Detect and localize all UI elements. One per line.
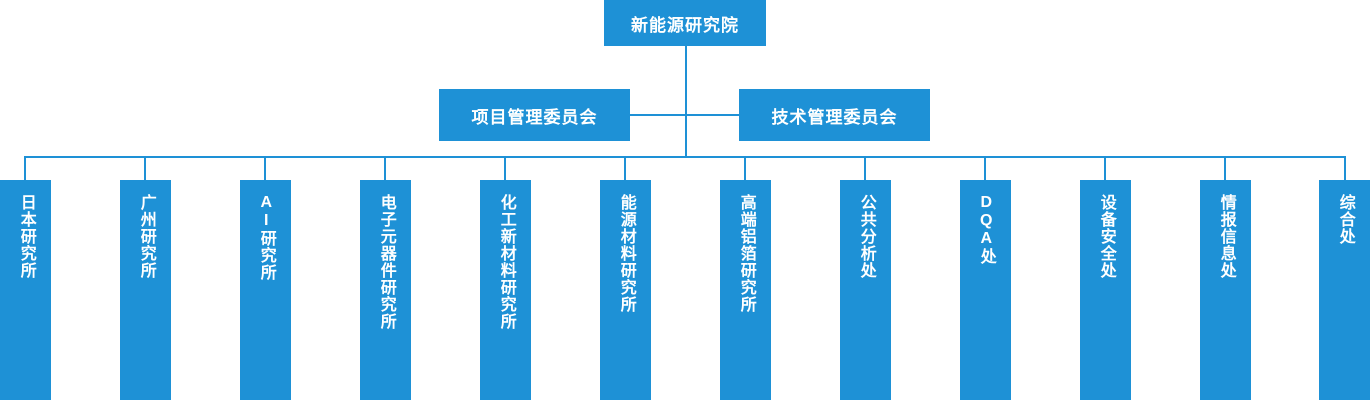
org-node-department-9[interactable]: DQA处	[960, 180, 1011, 400]
connector-drop-2	[144, 157, 146, 180]
connector-drop-3	[264, 157, 266, 180]
connector-drop-1	[24, 157, 26, 180]
connector-department-bus	[24, 156, 1346, 158]
connector-drop-8	[864, 157, 866, 180]
org-node-department-11[interactable]: 情报信息处	[1200, 180, 1251, 400]
org-node-department-2[interactable]: 广州研究所	[120, 180, 171, 400]
connector-drop-4	[384, 157, 386, 180]
connector-drop-11	[1224, 157, 1226, 180]
connector-drop-6	[624, 157, 626, 180]
org-node-department-7[interactable]: 高端铝箔研究所	[720, 180, 771, 400]
org-node-department-3[interactable]: AI研究所	[240, 180, 291, 400]
org-node-department-5[interactable]: 化工新材料研究所	[480, 180, 531, 400]
connector-drop-9	[984, 157, 986, 180]
org-node-committee-project-management[interactable]: 项目管理委员会	[439, 89, 630, 141]
org-node-department-12[interactable]: 综合处	[1319, 180, 1370, 400]
connector-root-trunk	[685, 46, 687, 157]
org-node-committee-technical-management[interactable]: 技术管理委员会	[739, 89, 930, 141]
connector-drop-12	[1344, 157, 1346, 180]
org-node-root[interactable]: 新能源研究院	[604, 0, 766, 46]
org-node-department-8[interactable]: 公共分析处	[840, 180, 891, 400]
connector-drop-5	[504, 157, 506, 180]
connector-committee-link	[630, 114, 739, 116]
org-node-department-1[interactable]: 日本研究所	[0, 180, 51, 400]
org-node-department-4[interactable]: 电子元器件研究所	[360, 180, 411, 400]
connector-drop-7	[744, 157, 746, 180]
org-node-department-6[interactable]: 能源材料研究所	[600, 180, 651, 400]
connector-drop-10	[1104, 157, 1106, 180]
org-node-department-10[interactable]: 设备安全处	[1080, 180, 1131, 400]
